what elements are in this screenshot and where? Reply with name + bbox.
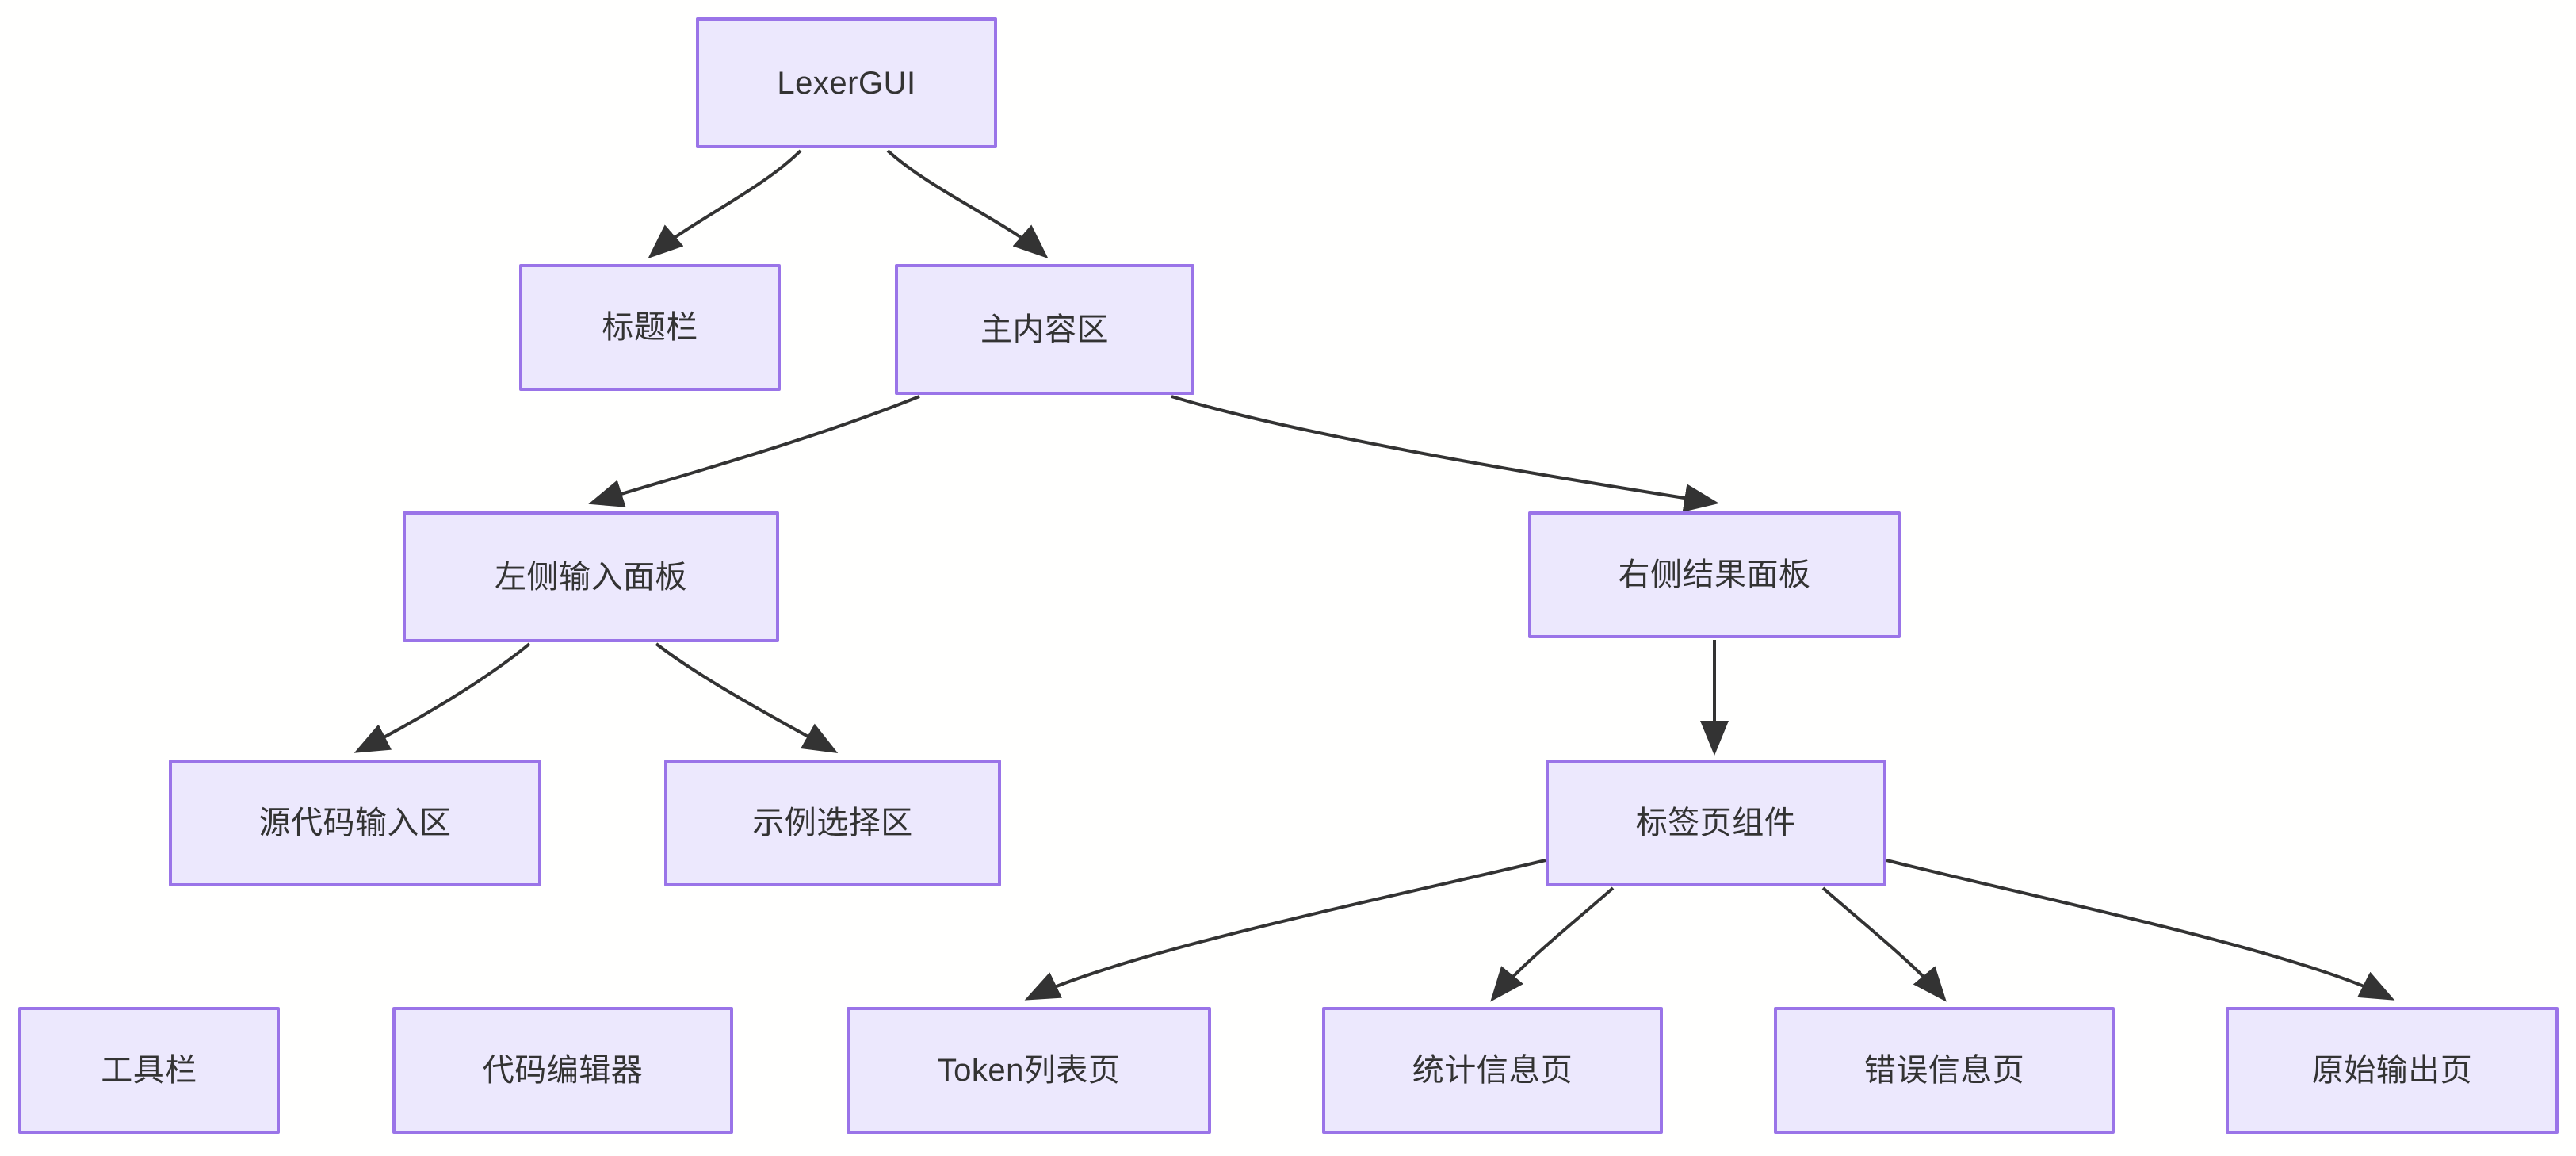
node-rawoutput[interactable]: 原始输出页 bbox=[2226, 1007, 2559, 1134]
edge-tabs-to-tokenlist bbox=[1024, 859, 1546, 1001]
node-codeeditor[interactable]: 代码编辑器 bbox=[392, 1007, 733, 1134]
edge-leftpanel-to-sourceinput bbox=[354, 642, 531, 753]
node-label-maincontent: 主内容区 bbox=[980, 312, 1109, 347]
node-label-leftpanel: 左侧输入面板 bbox=[495, 559, 687, 595]
node-label-rawoutput: 原始输出页 bbox=[2311, 1053, 2473, 1088]
edge-tabs-to-statsinfo bbox=[1490, 886, 1615, 1002]
node-label-toolbar: 工具栏 bbox=[101, 1053, 197, 1088]
node-titlebar[interactable]: 标题栏 bbox=[519, 264, 781, 391]
node-label-tabs: 标签页组件 bbox=[1635, 806, 1797, 840]
node-tabs[interactable]: 标签页组件 bbox=[1546, 760, 1886, 886]
node-errorinfo[interactable]: 错误信息页 bbox=[1774, 1007, 2115, 1134]
node-label-codeeditor: 代码编辑器 bbox=[482, 1053, 644, 1088]
node-label-errorinfo: 错误信息页 bbox=[1863, 1053, 2025, 1088]
edge-tabs-to-rawoutput bbox=[1886, 859, 2395, 1001]
node-sourceinput[interactable]: 源代码输入区 bbox=[169, 760, 541, 886]
node-leftpanel[interactable]: 左侧输入面板 bbox=[403, 511, 779, 642]
node-label-titlebar: 标题栏 bbox=[602, 310, 698, 345]
node-toolbar[interactable]: 工具栏 bbox=[18, 1007, 280, 1134]
node-maincontent[interactable]: 主内容区 bbox=[895, 264, 1194, 395]
node-label-rightpanel: 右侧结果面板 bbox=[1618, 557, 1811, 592]
node-statsinfo[interactable]: 统计信息页 bbox=[1322, 1007, 1663, 1134]
edge-maincontent-to-leftpanel bbox=[588, 395, 920, 507]
node-label-statsinfo: 统计信息页 bbox=[1412, 1053, 1573, 1088]
node-label-exampleselect: 示例选择区 bbox=[752, 806, 913, 840]
node-rightpanel[interactable]: 右侧结果面板 bbox=[1528, 511, 1901, 638]
node-tokenlist[interactable]: Token列表页 bbox=[847, 1007, 1211, 1134]
node-label-lexergui: LexerGUI bbox=[777, 65, 916, 101]
edge-lexergui-to-maincontent bbox=[886, 149, 1049, 258]
edge-leftpanel-to-exampleselect bbox=[655, 642, 839, 753]
node-exampleselect[interactable]: 示例选择区 bbox=[664, 760, 1001, 886]
node-label-sourceinput: 源代码输入区 bbox=[258, 806, 452, 840]
edge-tabs-to-errorinfo bbox=[1821, 886, 1947, 1002]
node-label-tokenlist: Token列表页 bbox=[937, 1053, 1121, 1088]
node-lexergui[interactable]: LexerGUI bbox=[696, 17, 997, 148]
edge-maincontent-to-rightpanel bbox=[1171, 395, 1719, 512]
edge-lexergui-to-titlebar bbox=[648, 149, 802, 258]
